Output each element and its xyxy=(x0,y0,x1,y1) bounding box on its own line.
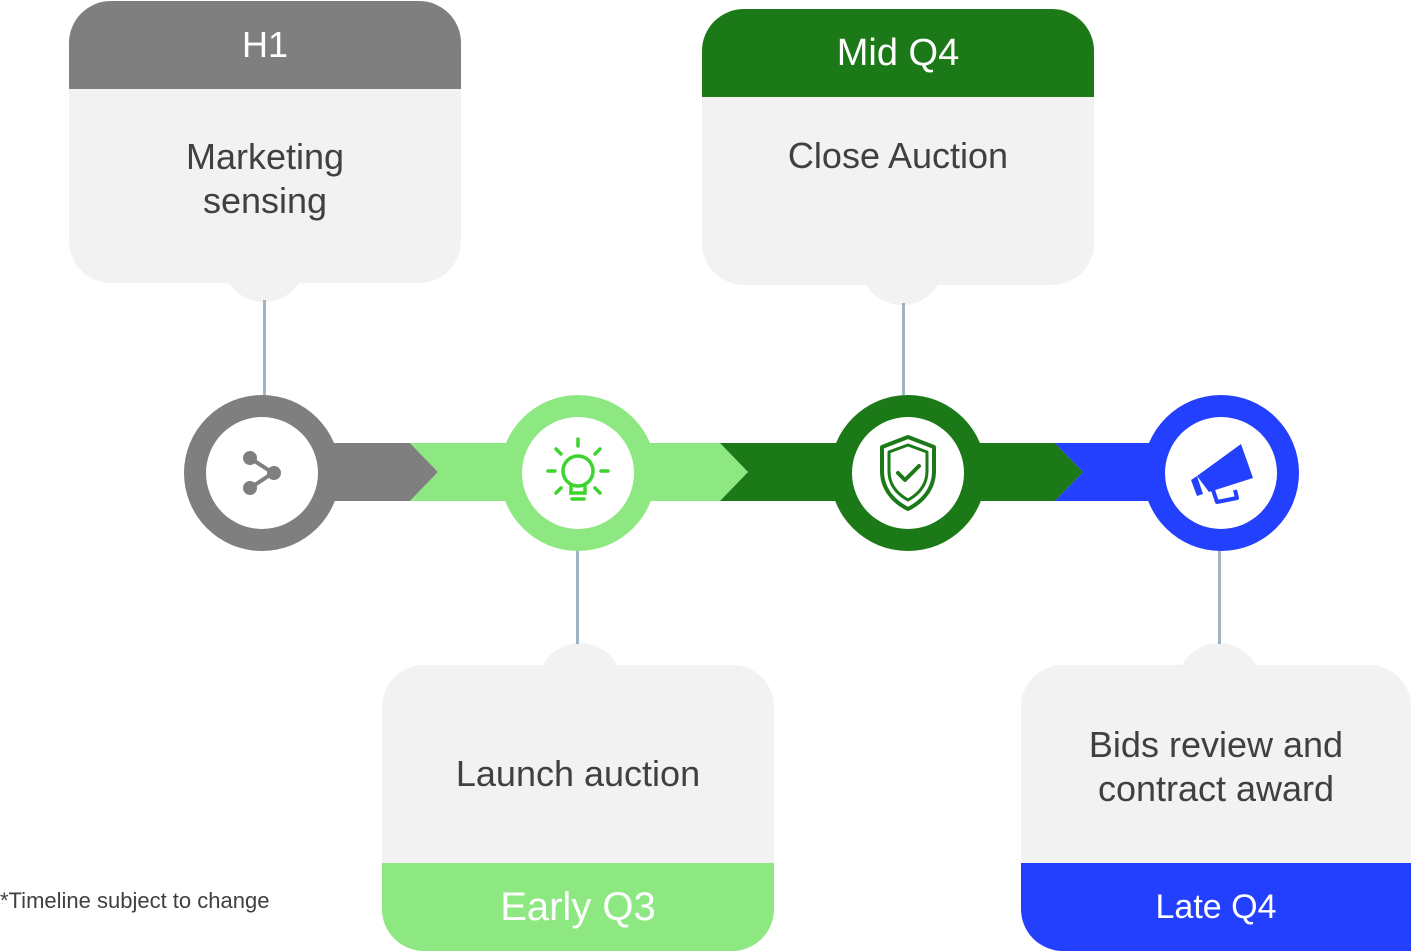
card-footer: Late Q4 xyxy=(1021,863,1411,951)
milestone-card-mid-q4: Mid Q4 Close Auction xyxy=(702,9,1094,285)
card-header: H1 xyxy=(69,1,461,89)
milestone-node-1 xyxy=(184,395,340,551)
task-label: Launch auction xyxy=(455,753,701,794)
lightbulb-icon xyxy=(546,437,610,501)
connector-4 xyxy=(1218,548,1221,644)
task-label: Close Auction xyxy=(787,135,1009,176)
timeline-segment-4 xyxy=(1055,443,1170,501)
milestone-node-4 xyxy=(1143,395,1299,551)
period-label: Early Q3 xyxy=(500,884,656,929)
period-label: Late Q4 xyxy=(1155,887,1277,926)
period-label: H1 xyxy=(241,24,289,65)
milestone-node-2 xyxy=(500,395,656,551)
connector-2 xyxy=(576,548,579,644)
node-inner xyxy=(206,417,318,529)
timeline-segment-1 xyxy=(320,443,438,501)
milestone-card-h1: H1 Marketing sensing xyxy=(69,1,461,283)
milestone-card-early-q3: Launch auction Early Q3 xyxy=(382,665,774,951)
shield-check-icon xyxy=(880,435,936,511)
period-label: Mid Q4 xyxy=(836,31,960,74)
task-label: Bids review and contract award xyxy=(1088,724,1344,809)
card-footer: Early Q3 xyxy=(382,863,774,951)
milestone-node-3 xyxy=(830,395,986,551)
task-label: Marketing sensing xyxy=(185,136,345,221)
node-inner xyxy=(1165,417,1277,529)
card-header: Mid Q4 xyxy=(702,9,1094,97)
share-icon xyxy=(243,451,281,495)
timeline-segment-3b xyxy=(960,443,1083,501)
node-inner xyxy=(522,417,634,529)
milestone-card-late-q4: Bids review and contract award Late Q4 xyxy=(1021,665,1411,951)
timeline-segment-2b xyxy=(640,443,748,501)
footnote: *Timeline subject to change xyxy=(0,888,270,913)
megaphone-icon xyxy=(1191,444,1253,504)
node-inner xyxy=(852,417,964,529)
connector-1 xyxy=(263,300,266,396)
connector-3 xyxy=(902,303,905,395)
